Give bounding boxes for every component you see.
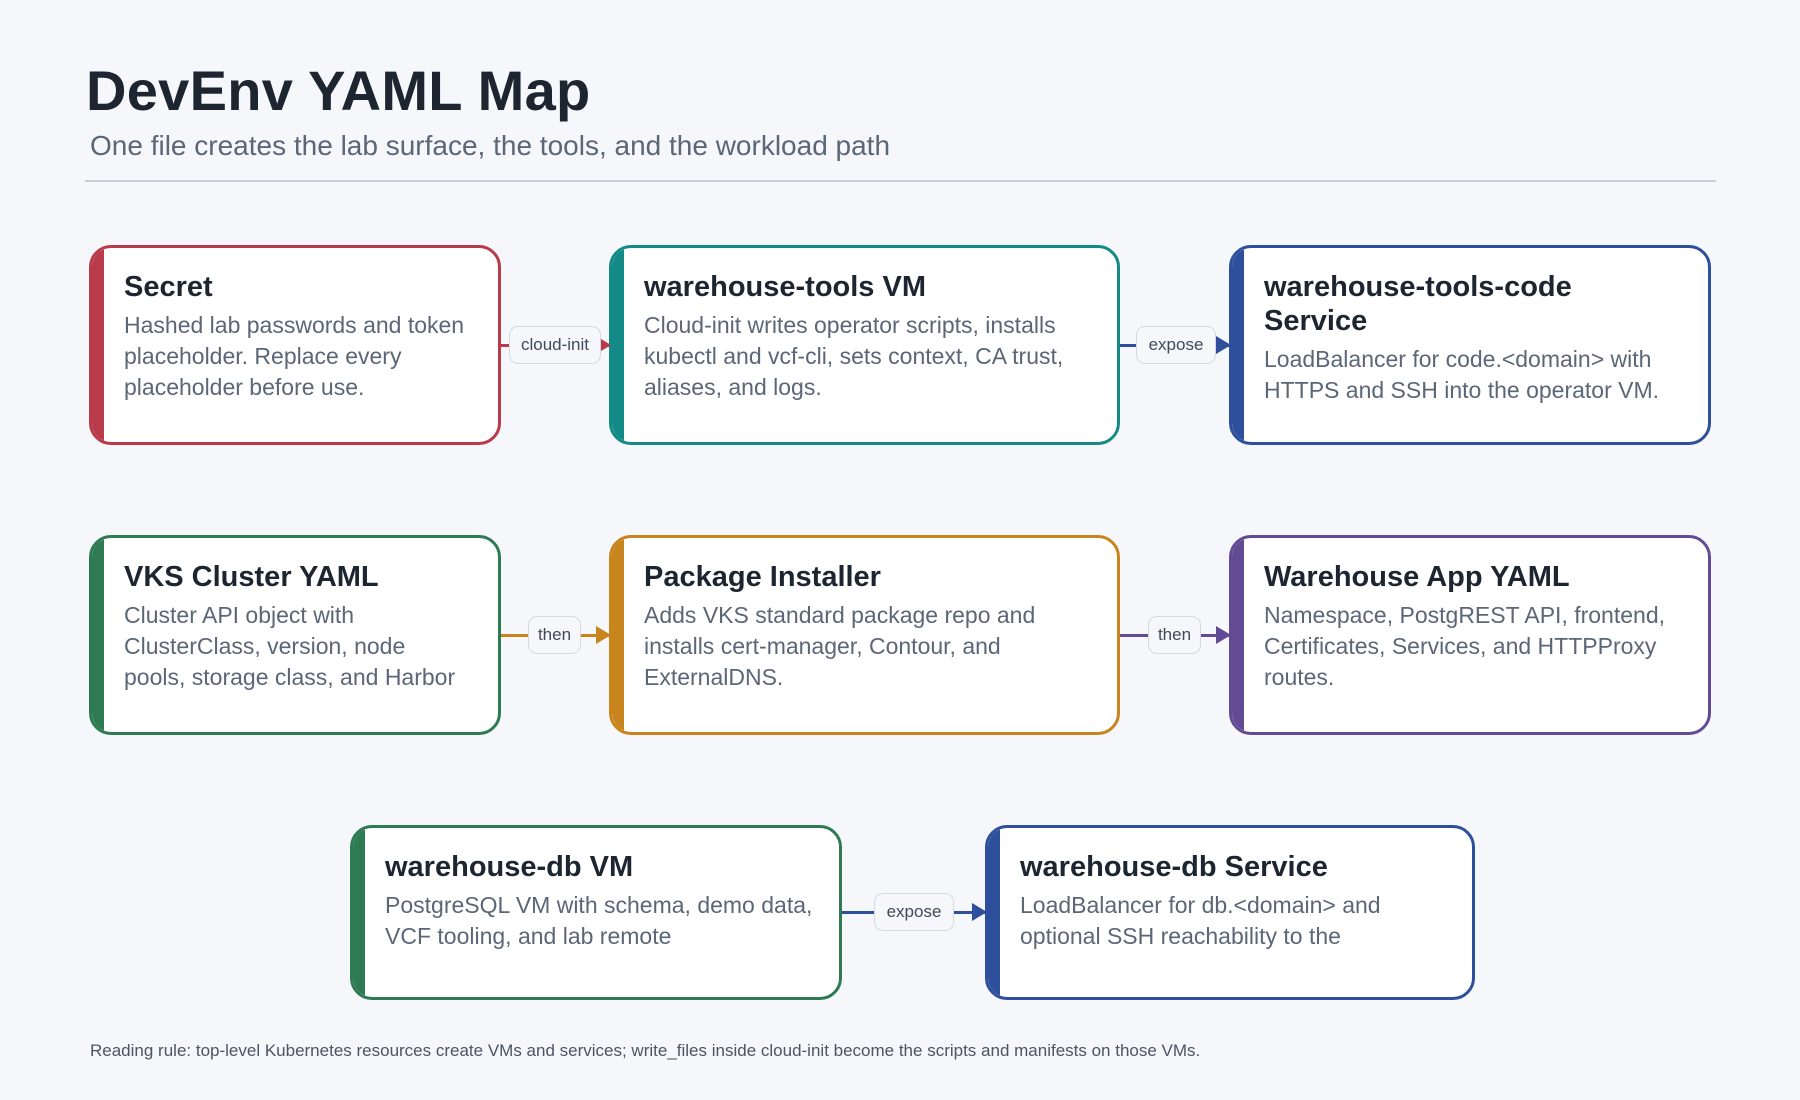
card-secret: Secret Hashed lab passwords and token pl… — [89, 245, 501, 445]
card-accent-bar — [1232, 248, 1244, 442]
card-accent-bar — [92, 248, 104, 442]
card-title: warehouse-db VM — [385, 851, 634, 883]
card-accent-bar — [353, 828, 365, 997]
card-description: Adds VKS standard package repo and insta… — [644, 602, 1036, 690]
card-description: PostgreSQL VM with schema, demo data, VC… — [385, 892, 813, 949]
page-title: DevEnv YAML Map — [86, 59, 591, 122]
card-description: Cluster API object with ClusterClass, ve… — [124, 602, 456, 690]
header-divider — [85, 180, 1716, 182]
card-title: warehouse-tools VM — [644, 271, 926, 303]
card-accent-bar — [1232, 538, 1244, 732]
card-title: Warehouse App YAML — [1264, 561, 1570, 593]
card-vks-cluster-yaml: VKS Cluster YAML Cluster API object with… — [89, 535, 501, 735]
connector-label: expose — [874, 893, 954, 931]
reading-rule-note: Reading rule: top-level Kubernetes resou… — [90, 1041, 1201, 1060]
arrowhead-icon — [972, 903, 987, 921]
card-warehouse-db-service: warehouse-db Service LoadBalancer for db… — [985, 825, 1475, 1000]
card-accent-bar — [612, 538, 624, 732]
card-package-installer: Package Installer Adds VKS standard pack… — [609, 535, 1120, 735]
card-title: warehouse-tools-code Service — [1264, 271, 1572, 337]
card-title: Package Installer — [644, 561, 881, 593]
card-accent-bar — [988, 828, 1000, 997]
card-warehouse-app-yaml: Warehouse App YAML Namespace, PostgREST … — [1229, 535, 1711, 735]
connector-label: expose — [1136, 326, 1216, 364]
card-accent-bar — [92, 538, 104, 732]
card-accent-bar — [612, 248, 624, 442]
arrowhead-icon — [1216, 336, 1231, 354]
arrowhead-icon — [596, 626, 611, 644]
card-warehouse-tools-vm: warehouse-tools VM Cloud-init writes ope… — [609, 245, 1120, 445]
card-title: warehouse-db Service — [1020, 851, 1328, 883]
connector-label: then — [1148, 616, 1201, 654]
card-title: VKS Cluster YAML — [124, 561, 379, 593]
card-description: LoadBalancer for db.<domain> and optiona… — [1020, 892, 1381, 949]
card-description: LoadBalancer for code.<domain> with HTTP… — [1264, 346, 1660, 403]
card-warehouse-tools-code-service: warehouse-tools-code Service LoadBalance… — [1229, 245, 1711, 445]
card-warehouse-db-vm: warehouse-db VM PostgreSQL VM with schem… — [350, 825, 842, 1000]
connector-label: cloud-init — [509, 326, 601, 364]
card-description: Cloud-init writes operator scripts, inst… — [644, 312, 1064, 400]
page-subtitle: One file creates the lab surface, the to… — [90, 130, 891, 161]
card-description: Hashed lab passwords and token placehold… — [124, 312, 465, 400]
card-title: Secret — [124, 271, 213, 303]
card-description: Namespace, PostgREST API, frontend, Cert… — [1264, 602, 1666, 690]
connector-label: then — [528, 616, 581, 654]
arrowhead-icon — [1216, 626, 1231, 644]
